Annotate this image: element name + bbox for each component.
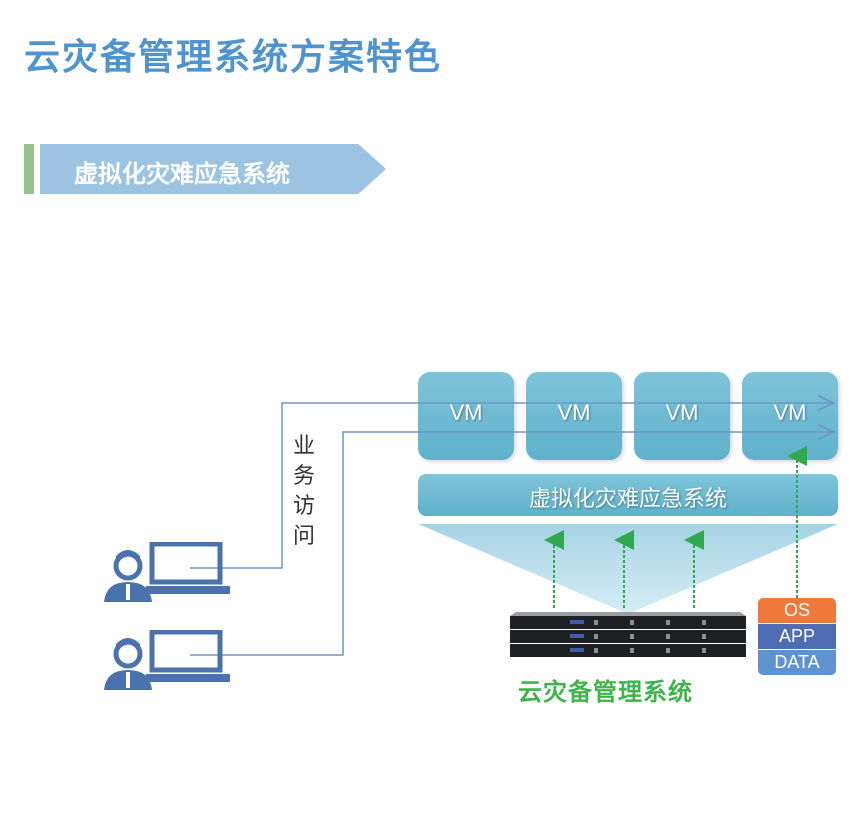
data-layer: DATA <box>758 650 836 675</box>
access-char: 务 <box>292 464 315 489</box>
section-header: 虚拟化灾难应急系统 <box>24 144 386 194</box>
system-label: 云灾备管理系统 <box>518 678 693 706</box>
os-app-data-stack: OS APP DATA <box>758 598 836 676</box>
vm-label: VM <box>773 400 807 425</box>
os-layer: OS <box>758 598 836 623</box>
dr-system-layer-label: 虚拟化灾难应急系统 <box>528 487 727 512</box>
business-access-label: 业 务 访 问 <box>292 432 316 552</box>
access-char: 问 <box>292 524 315 549</box>
section-arrow-banner <box>40 144 386 194</box>
dr-system-layer: 虚拟化灾难应急系统 <box>418 474 838 516</box>
section-accent-bar <box>24 144 34 194</box>
page-title: 云灾备管理系统方案特色 <box>24 37 443 78</box>
user-computer-icon <box>104 630 230 690</box>
access-char: 访 <box>292 494 315 519</box>
vm-label: VM <box>665 400 699 425</box>
access-char: 业 <box>292 434 315 459</box>
vm-box: VM <box>418 372 514 460</box>
vm-box: VM <box>742 372 838 460</box>
vm-box: VM <box>634 372 730 460</box>
app-layer: APP <box>758 624 836 649</box>
user-computer-icon <box>104 542 230 602</box>
section-title: 虚拟化灾难应急系统 <box>74 160 290 188</box>
server-rack-icon <box>510 612 746 657</box>
vm-label: VM <box>557 400 591 425</box>
vm-box: VM <box>526 372 622 460</box>
vm-label: VM <box>449 400 483 425</box>
